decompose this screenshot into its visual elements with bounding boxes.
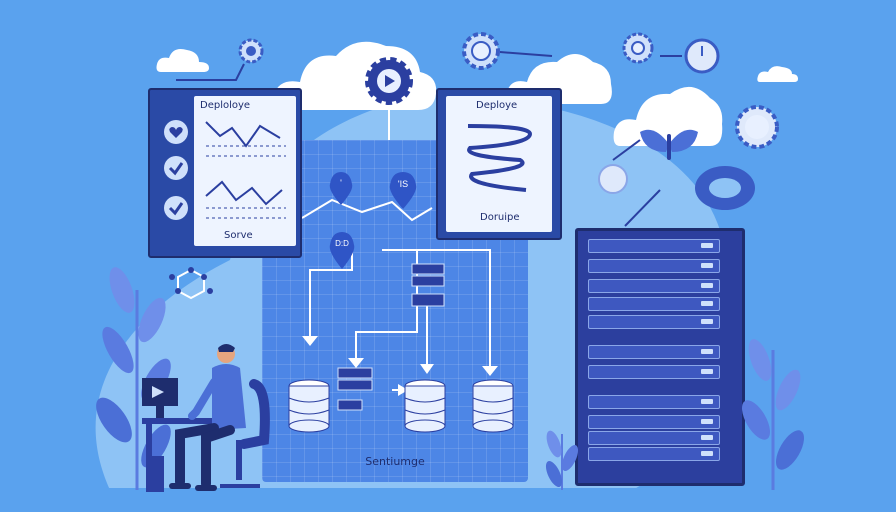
gear-icon [622,32,654,64]
map-pin: D:D [328,232,356,269]
server-stack-icon [411,263,445,307]
right-panel-title: Deploye [476,100,518,111]
workstation [142,344,270,492]
database-icon [404,379,446,433]
rack-led [701,243,713,248]
rack-slot [588,259,720,273]
rack-slot [588,415,720,429]
right-panel-footer: Doruipe [480,212,520,223]
gear-icon [684,38,720,74]
rack-slot [588,315,720,329]
rack-slot [588,431,720,445]
plant-icon [742,339,804,490]
database-icon [472,379,514,433]
rack-led [701,349,713,354]
gear-icon [238,38,264,64]
line-chart-icon [205,121,286,219]
heart-icon [164,120,188,144]
gear-icon [462,32,500,70]
pin-label: ' [340,178,342,188]
rack-led [701,263,713,268]
rack-slot [588,239,720,253]
left-panel-content: Deploloye Sorve [194,96,296,246]
rack-slot [588,365,720,379]
pin-label: 'IS [397,179,409,189]
pin-label: D:D [335,239,349,248]
map-pin: 'IS [388,172,418,209]
gear-icon [695,166,755,210]
left-panel-title: Deploloye [200,100,251,111]
check-icon [164,156,188,180]
gear-icon [735,105,779,149]
rack-led [701,435,713,440]
rack-led [701,319,713,324]
left-panel: Deploloye Sorve [148,88,302,258]
right-panel: Deploye Doruipe [436,88,562,240]
server-stack-icon [337,367,373,411]
rack-led [701,369,713,374]
rack-slot [588,345,720,359]
butterfly-icon [640,129,698,160]
board-diagram [301,198,498,396]
rack-slot [588,279,720,293]
gear-icon [598,164,628,194]
rack-slot [588,447,720,461]
rack-led [701,301,713,306]
hexagon-network-icon [169,267,213,300]
board-caption: Sentiumge [365,455,425,468]
database-icon [288,379,330,433]
zigzag-icon [467,124,533,192]
check-icon [164,196,188,220]
plant-icon [545,430,579,490]
server-rack-icon [575,228,745,486]
right-panel-content: Deploye Doruipe [446,96,552,232]
cloud-icon [156,49,209,72]
left-panel-footer: Sorve [224,230,253,241]
rack-led [701,419,713,424]
rack-slot [588,395,720,409]
cloud-icon [757,66,798,82]
rack-led [701,451,713,456]
play-icon [365,57,413,105]
rack-slot [588,297,720,311]
map-pin: ' [328,172,354,205]
rack-led [701,283,713,288]
rack-led [701,399,713,404]
